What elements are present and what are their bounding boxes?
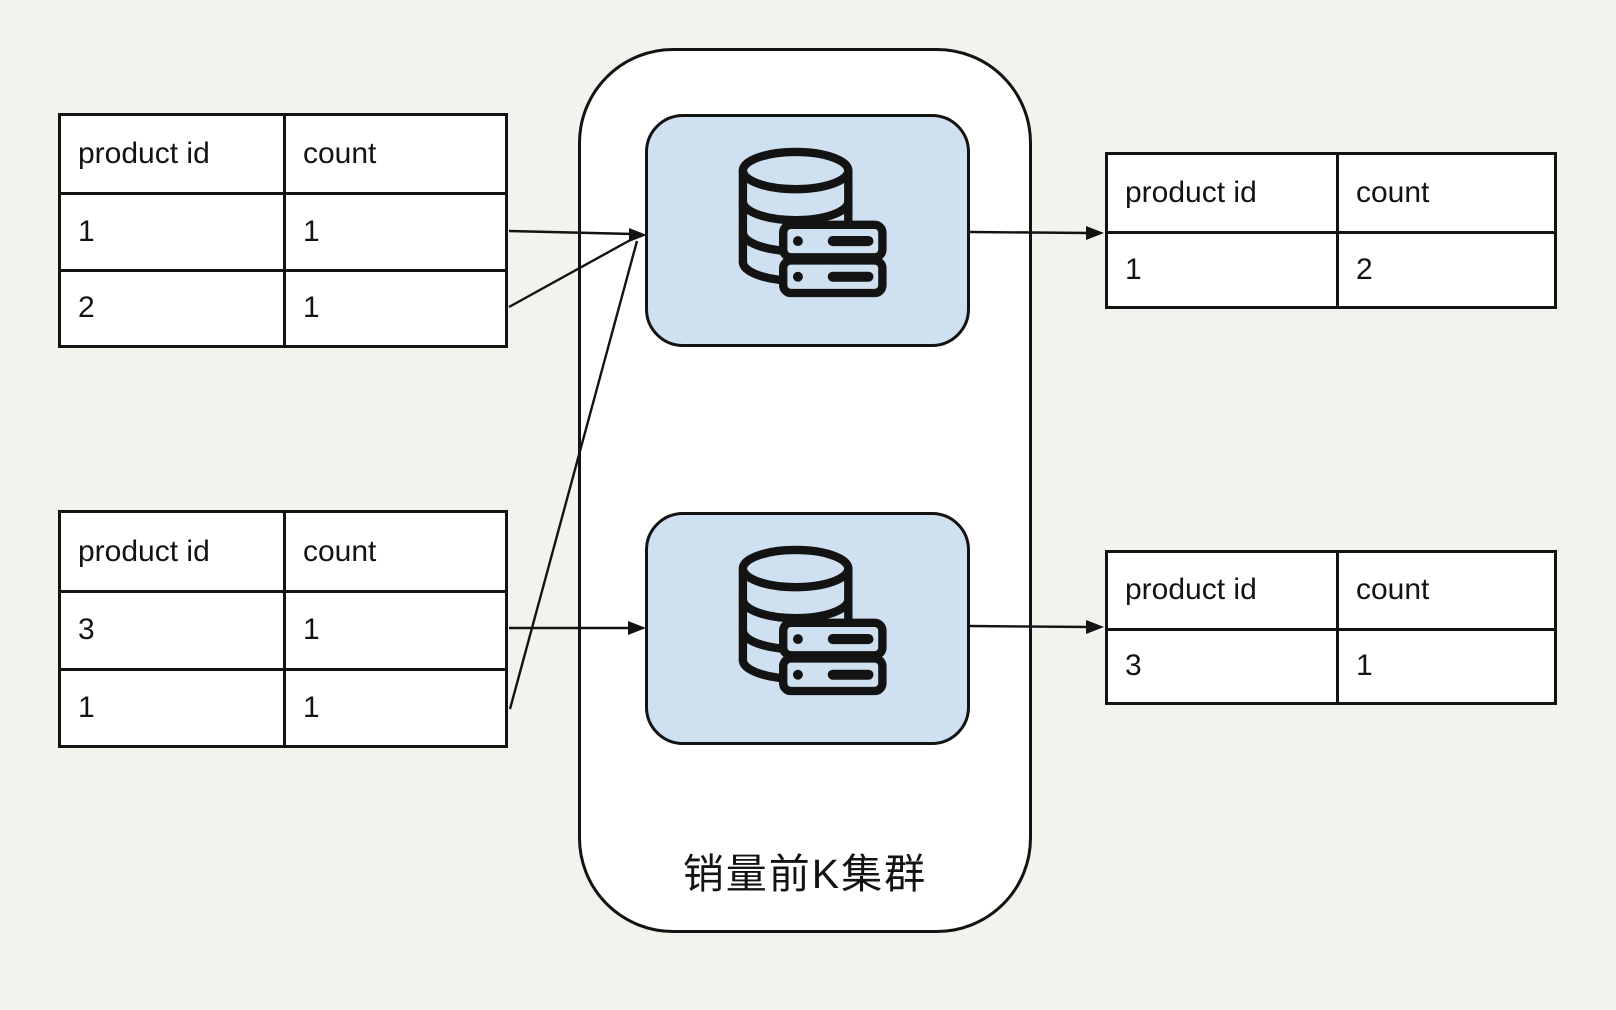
cluster-label: 销量前K集群 bbox=[682, 851, 928, 897]
table-cell: 1 bbox=[61, 667, 283, 745]
column-header: product id bbox=[1125, 175, 1257, 209]
table-cell: 2 bbox=[61, 268, 283, 345]
table-cell: 1 bbox=[1336, 627, 1554, 702]
output-table-bottom: product id count 3 1 bbox=[1105, 550, 1557, 705]
database-server-icon bbox=[738, 545, 887, 695]
table-cell: 1 bbox=[283, 192, 505, 269]
table-cell: 1 bbox=[283, 590, 505, 668]
column-header: product id bbox=[78, 137, 210, 171]
table-cell: 3 bbox=[61, 590, 283, 667]
table-cell: 1 bbox=[283, 667, 505, 745]
column-header: product id bbox=[78, 534, 210, 568]
column-header: count bbox=[1336, 155, 1554, 231]
table-cell: 1 bbox=[283, 268, 505, 345]
table-cell: 2 bbox=[1336, 230, 1554, 306]
table-cell: 1 bbox=[1108, 230, 1336, 307]
column-header: product id bbox=[1125, 573, 1257, 607]
cluster-node-bottom bbox=[645, 512, 970, 745]
input-table-bottom: product id count 3 1 1 1 bbox=[58, 510, 508, 748]
cluster-node-top bbox=[645, 114, 970, 347]
arrowhead-icon bbox=[1086, 226, 1104, 240]
column-header: count bbox=[283, 116, 505, 193]
column-header: count bbox=[1336, 553, 1554, 628]
table-cell: 3 bbox=[1108, 627, 1336, 703]
output-table-top: product id count 1 2 bbox=[1105, 152, 1557, 309]
arrowhead-icon bbox=[1086, 620, 1104, 634]
database-server-icon bbox=[738, 147, 887, 297]
input-table-top: product id count 1 1 2 1 bbox=[58, 113, 508, 348]
column-header: count bbox=[283, 513, 505, 591]
table-cell: 1 bbox=[61, 192, 283, 268]
